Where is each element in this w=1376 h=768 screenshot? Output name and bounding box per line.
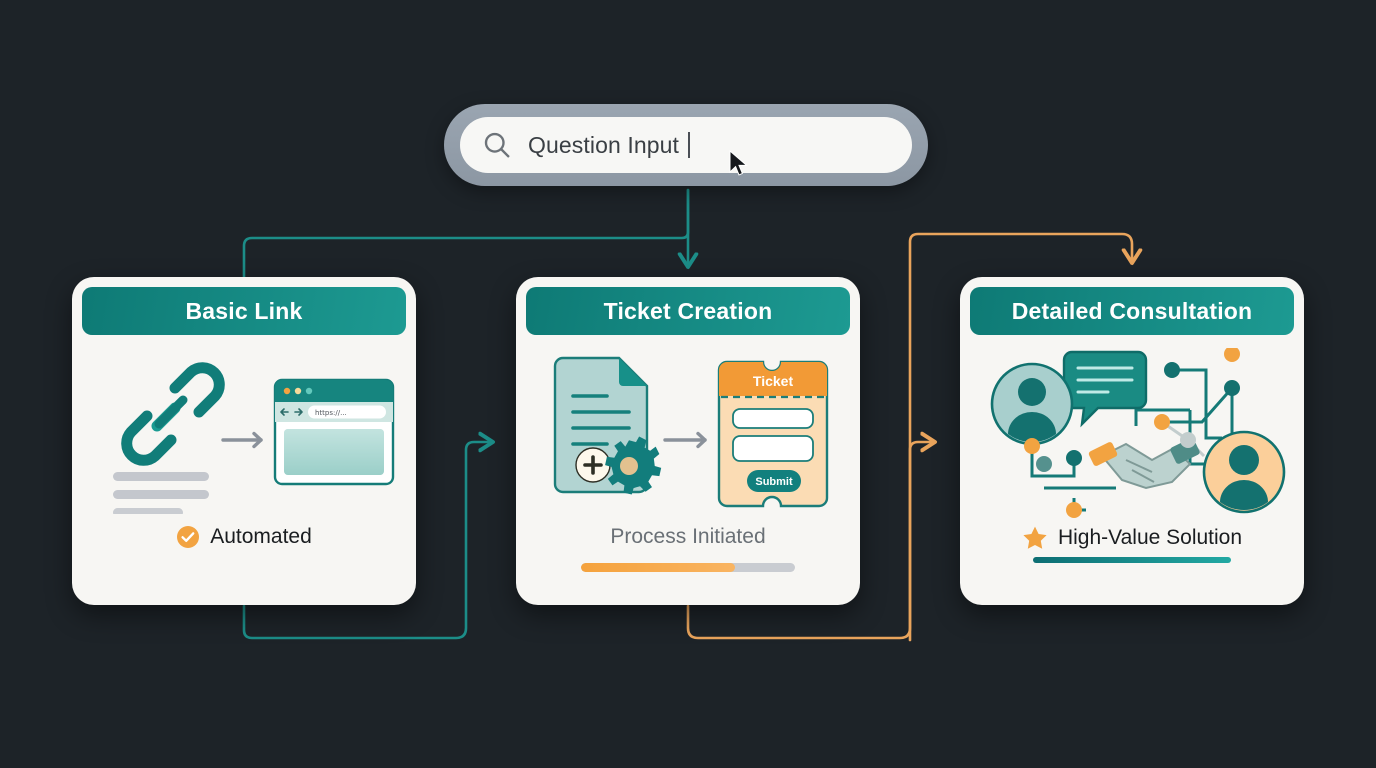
card-title: Ticket Creation — [603, 297, 773, 324]
card-title: Basic Link — [185, 297, 303, 324]
handshake-icon — [1088, 438, 1200, 490]
search-input-value: Question Input — [528, 131, 680, 158]
node-dot — [1224, 380, 1240, 396]
node-dot — [1036, 456, 1052, 472]
node-dot — [1066, 502, 1082, 518]
ticket-creation-card[interactable]: Ticket Creation — [516, 277, 860, 605]
basic-link-illustration: https://... — [72, 345, 416, 523]
status-label: Automated — [210, 525, 312, 548]
question-input-search-bar[interactable]: Question Input — [444, 104, 928, 186]
basic-link-status: Automated — [72, 525, 416, 549]
card-header-basic-link: Basic Link — [82, 287, 406, 335]
text-caret — [688, 132, 691, 158]
node-dot — [1066, 450, 1082, 466]
ticket-creation-status: Process Initiated — [516, 525, 860, 549]
card-header-ticket-creation: Ticket Creation — [526, 287, 850, 335]
detailed-consultation-status: High-Value Solution — [960, 525, 1304, 563]
check-circle-icon — [177, 526, 200, 548]
node-dot — [1024, 438, 1040, 454]
connector-branch-to-detailed-consultation — [908, 232, 1132, 642]
progress-bar-fill — [581, 563, 736, 572]
status-label: Process Initiated — [610, 525, 766, 548]
mouse-cursor-arrow — [729, 150, 748, 176]
detailed-consultation-card[interactable]: Detailed Consultation — [960, 277, 1304, 605]
ticket-submit-label: Submit — [755, 476, 793, 488]
basic-link-card[interactable]: Basic Link — [72, 277, 416, 605]
card-header-detailed-consultation: Detailed Consultation — [970, 287, 1294, 335]
search-input-field[interactable]: Question Input — [460, 117, 912, 176]
browser-url-text: https://... — [315, 409, 347, 417]
node-dot — [1224, 348, 1240, 362]
star-icon — [1023, 526, 1047, 549]
status-label: High-Value Solution — [1057, 526, 1243, 549]
node-dot — [1164, 362, 1180, 378]
user-avatar-left — [990, 362, 1074, 446]
ticket-creation-illustration: Ticket Submit — [516, 345, 860, 523]
progress-bar — [581, 563, 795, 572]
connector-basic-link-to-ticket-creation — [242, 442, 492, 640]
connector-search-to-basic-link — [242, 188, 690, 280]
node-dot — [1180, 432, 1196, 448]
gear-icon — [605, 436, 662, 495]
browser-window-mock: https://... — [273, 378, 395, 486]
node-dot — [1154, 414, 1170, 430]
link-icon — [121, 362, 225, 466]
ticket-form-mock: Ticket Submit — [717, 360, 829, 508]
connector-ticket-creation-to-detailed-consultation — [686, 442, 934, 640]
ticket-header-label: Ticket — [753, 373, 794, 389]
search-icon — [484, 132, 510, 158]
detailed-consultation-illustration — [960, 345, 1304, 523]
highlight-underline — [1033, 557, 1231, 563]
card-title: Detailed Consultation — [1011, 297, 1253, 324]
document-gear-icon — [553, 356, 662, 495]
user-avatar-right — [1202, 430, 1286, 514]
speech-bubble-icon — [1062, 350, 1148, 428]
